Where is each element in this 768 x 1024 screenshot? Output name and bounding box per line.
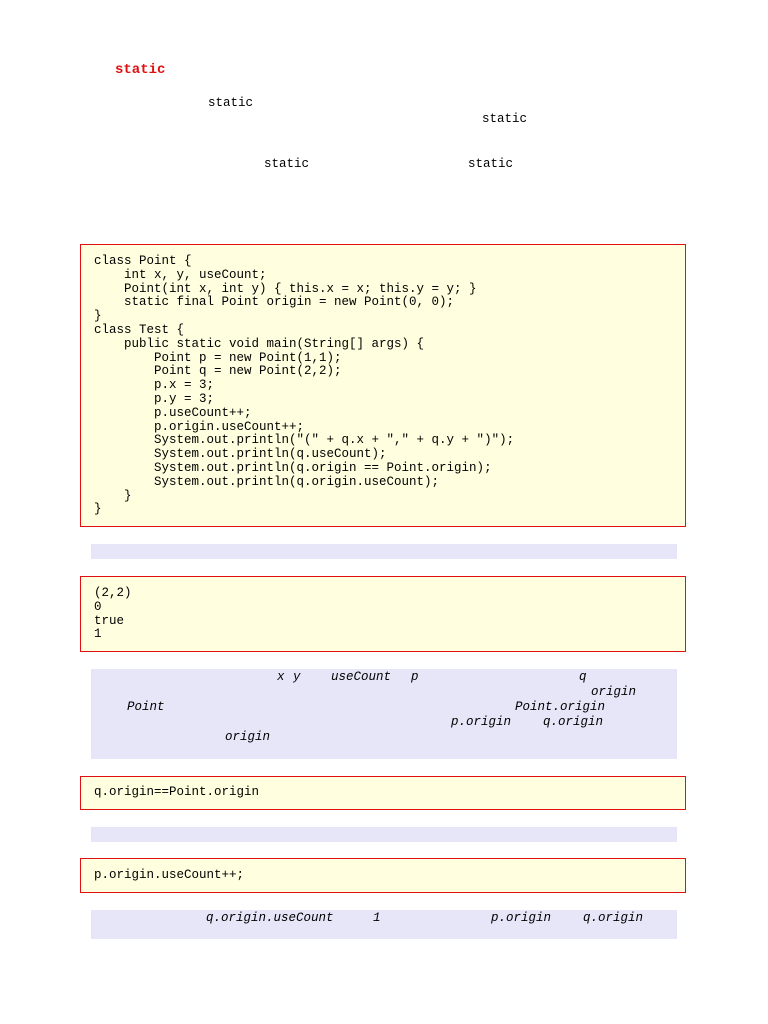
term-origin-2: origin (225, 730, 271, 744)
final-note: q.origin.useCount 1 p.origin q.origin (91, 910, 677, 939)
intro-keyword-2: static (482, 112, 528, 126)
term-y: y (293, 670, 301, 684)
term-p-origin-2: p.origin (491, 911, 552, 925)
intro-keyword-3: static (264, 157, 310, 171)
output-box: (2,2) 0 true 1 (80, 576, 686, 652)
term-usecount: useCount (331, 670, 392, 684)
term-p-origin: p.origin (451, 715, 512, 729)
term-one: 1 (373, 911, 381, 925)
term-q-origin-usecount: q.origin.useCount (206, 911, 334, 925)
output-listing: (2,2) 0 true 1 (94, 586, 132, 642)
intro-keyword-4: static (468, 157, 514, 171)
intro-keyword-1: static (208, 96, 254, 110)
snippet-box-2: p.origin.useCount++; (80, 858, 686, 893)
term-q-origin-2: q.origin (583, 911, 644, 925)
term-q-origin: q.origin (543, 715, 604, 729)
term-q: q (579, 670, 587, 684)
code-listing-box: class Point { int x, y, useCount; Point(… (80, 244, 686, 527)
term-x: x (277, 670, 285, 684)
term-p: p (411, 670, 419, 684)
snippet-increment: p.origin.useCount++; (94, 868, 245, 882)
note-band-1 (91, 544, 677, 559)
code-listing: class Point { int x, y, useCount; Point(… (94, 254, 515, 517)
term-point: Point (127, 700, 165, 714)
term-origin: origin (591, 685, 637, 699)
section-heading: static (115, 62, 166, 78)
snippet-comparison: q.origin==Point.origin (94, 785, 260, 799)
snippet-box-1: q.origin==Point.origin (80, 776, 686, 810)
note-band-2 (91, 827, 677, 842)
explanation-note: x y useCount p q origin Point Point.orig… (91, 669, 677, 759)
term-point-origin: Point.origin (515, 700, 606, 714)
